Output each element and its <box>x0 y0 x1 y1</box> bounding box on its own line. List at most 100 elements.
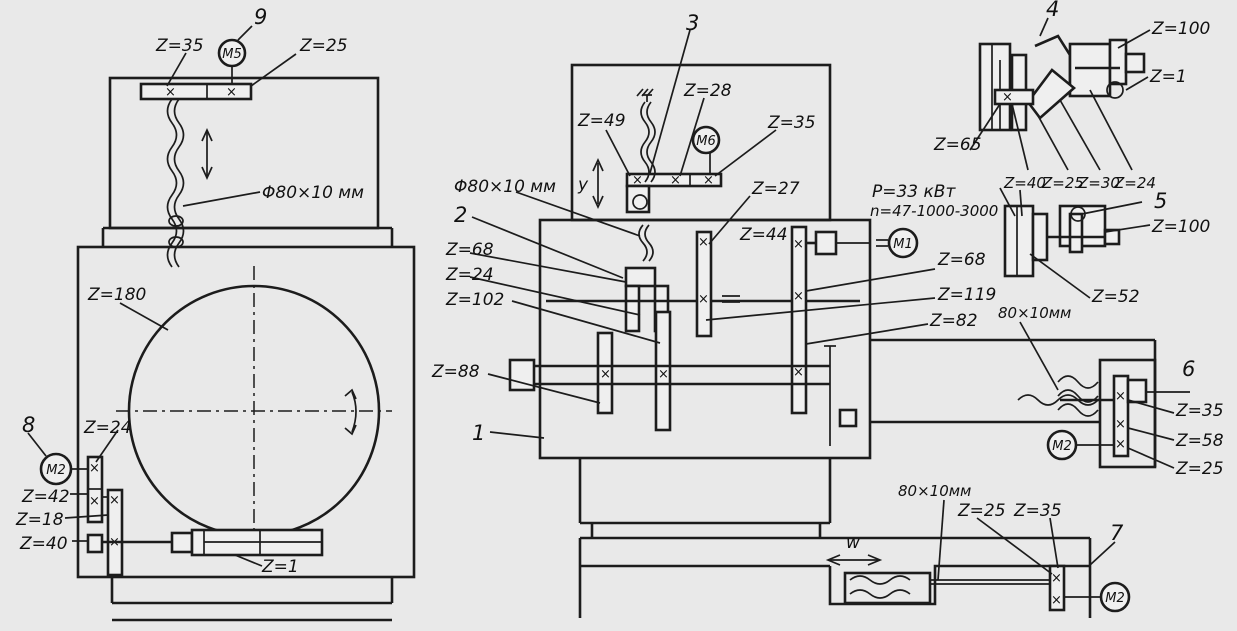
gear-z102 <box>654 310 672 432</box>
label-z24-r: Z=24 <box>1113 174 1156 192</box>
label-z40-right: Z=40 <box>1003 174 1046 192</box>
svg-text:×: × <box>109 493 120 508</box>
svg-text:×: × <box>1051 593 1062 608</box>
label-axis-w: w <box>846 533 860 553</box>
label-screw-left: Φ80×10 мм <box>262 183 364 203</box>
label-z24-left: Z=24 <box>83 418 132 438</box>
svg-text:×: × <box>89 494 100 509</box>
label-z25-r: Z=25 <box>1041 174 1084 192</box>
label-screw-6: 80×10мм <box>998 304 1071 322</box>
label-z58: Z=58 <box>1175 431 1224 451</box>
svg-text:×: × <box>703 173 714 188</box>
gear-block-z68 <box>624 284 641 333</box>
label-z100-a: Z=100 <box>1151 19 1210 39</box>
motor-m2-7-label: M2 <box>1105 591 1125 606</box>
label-n5: 5 <box>1154 189 1167 213</box>
lead-screw-left <box>166 98 178 268</box>
label-z119: Z=119 <box>937 285 996 305</box>
gear-pair-top-left <box>139 82 253 101</box>
label-z52: Z=52 <box>1091 287 1140 307</box>
svg-text:×: × <box>698 235 709 250</box>
label-z44: Z=44 <box>739 225 788 245</box>
svg-text:×: × <box>670 173 681 188</box>
label-z68-b: Z=68 <box>937 250 986 270</box>
svg-text:×: × <box>793 237 804 252</box>
motor-m6-label: M6 <box>696 134 716 149</box>
upper-housing-left <box>108 76 380 230</box>
svg-text:×: × <box>632 173 643 188</box>
motor-m5 <box>217 38 247 68</box>
svg-text:×: × <box>698 292 709 307</box>
detail-6: × × × M2 <box>1017 321 1190 469</box>
lead-screw-y <box>640 101 650 183</box>
gear-pair-m6 <box>625 172 723 188</box>
gear-stack-6 <box>1112 374 1130 458</box>
label-z100-b: Z=100 <box>1151 217 1210 237</box>
svg-text:×: × <box>1002 90 1013 105</box>
svg-text:×: × <box>600 367 611 382</box>
label-z35-6: Z=35 <box>1175 401 1224 421</box>
svg-text:×: × <box>1115 437 1126 452</box>
label-n1: 1 <box>472 421 485 445</box>
label-z18: Z=18 <box>15 510 64 530</box>
svg-text:×: × <box>1115 417 1126 432</box>
svg-text:×: × <box>658 367 669 382</box>
label-z102: Z=102 <box>445 290 504 310</box>
gear-z27 <box>695 230 713 338</box>
label-axis-y: y <box>577 175 589 195</box>
label-n4: 4 <box>1046 0 1059 21</box>
motor-m1 <box>887 227 919 259</box>
table-body-left <box>76 245 416 579</box>
label-z35-7: Z=35 <box>1013 501 1062 521</box>
screw-7 <box>849 589 911 599</box>
gear-stack-z18 <box>106 488 124 577</box>
head-5-body <box>1003 204 1035 278</box>
label-z1-left: Z=1 <box>261 557 299 577</box>
label-z35-top: Z=35 <box>155 36 204 56</box>
label-z27: Z=27 <box>751 179 800 199</box>
label-z28: Z=28 <box>683 81 732 101</box>
label-z88: Z=88 <box>431 362 480 382</box>
motor-m6 <box>691 125 721 155</box>
screw-6 <box>1017 394 1099 406</box>
label-z25-top: Z=25 <box>299 36 348 56</box>
svg-text:×: × <box>89 461 100 476</box>
label-z30: Z=30 <box>1077 174 1120 192</box>
motor-m1-label: M1 <box>893 237 913 252</box>
motor-m2-left-label: M2 <box>46 463 66 478</box>
detail-4-head: × <box>969 17 1151 171</box>
label-power: P=33 кВт <box>872 182 956 202</box>
label-z1-right: Z=1 <box>1149 67 1187 87</box>
svg-text:×: × <box>793 365 804 380</box>
label-z35-m6: Z=35 <box>767 113 816 133</box>
label-speed: n=47-1000-3000 <box>870 202 998 220</box>
svg-text:×: × <box>1115 389 1126 404</box>
label-z82: Z=82 <box>929 311 978 331</box>
label-n7: 7 <box>1110 521 1124 545</box>
svg-text:×: × <box>793 289 804 304</box>
label-z65: Z=65 <box>933 135 982 155</box>
svg-text:×: × <box>226 85 237 100</box>
labels: 9 Z=35 Z=25 Φ80×10 мм Z=180 8 Z=24 Z=42 … <box>15 0 1224 577</box>
motor-m5-label: M5 <box>222 47 242 62</box>
detail-7: × × M2 <box>825 499 1131 613</box>
motor-m2-6-label: M2 <box>1052 439 1072 454</box>
middle-view: × × × M6 × × × × × <box>469 29 1157 618</box>
svg-text:×: × <box>165 85 176 100</box>
head-4-body <box>978 42 1012 132</box>
gear-z88 <box>596 331 614 415</box>
svg-text:×: × <box>1051 571 1062 586</box>
label-z40-left: Z=40 <box>19 534 68 554</box>
detail-5-head <box>999 187 1151 299</box>
label-z24-mid: Z=24 <box>445 265 494 285</box>
label-z42: Z=42 <box>21 487 70 507</box>
label-z25-7: Z=25 <box>957 501 1006 521</box>
label-z180: Z=180 <box>87 285 146 305</box>
label-screw-mid: Φ80×10 мм <box>454 177 556 197</box>
label-n8: 8 <box>22 413 35 437</box>
label-z49: Z=49 <box>577 111 626 131</box>
label-n3: 3 <box>686 11 699 35</box>
label-z68-a: Z=68 <box>445 240 494 260</box>
label-screw-7: 80×10мм <box>898 482 971 500</box>
